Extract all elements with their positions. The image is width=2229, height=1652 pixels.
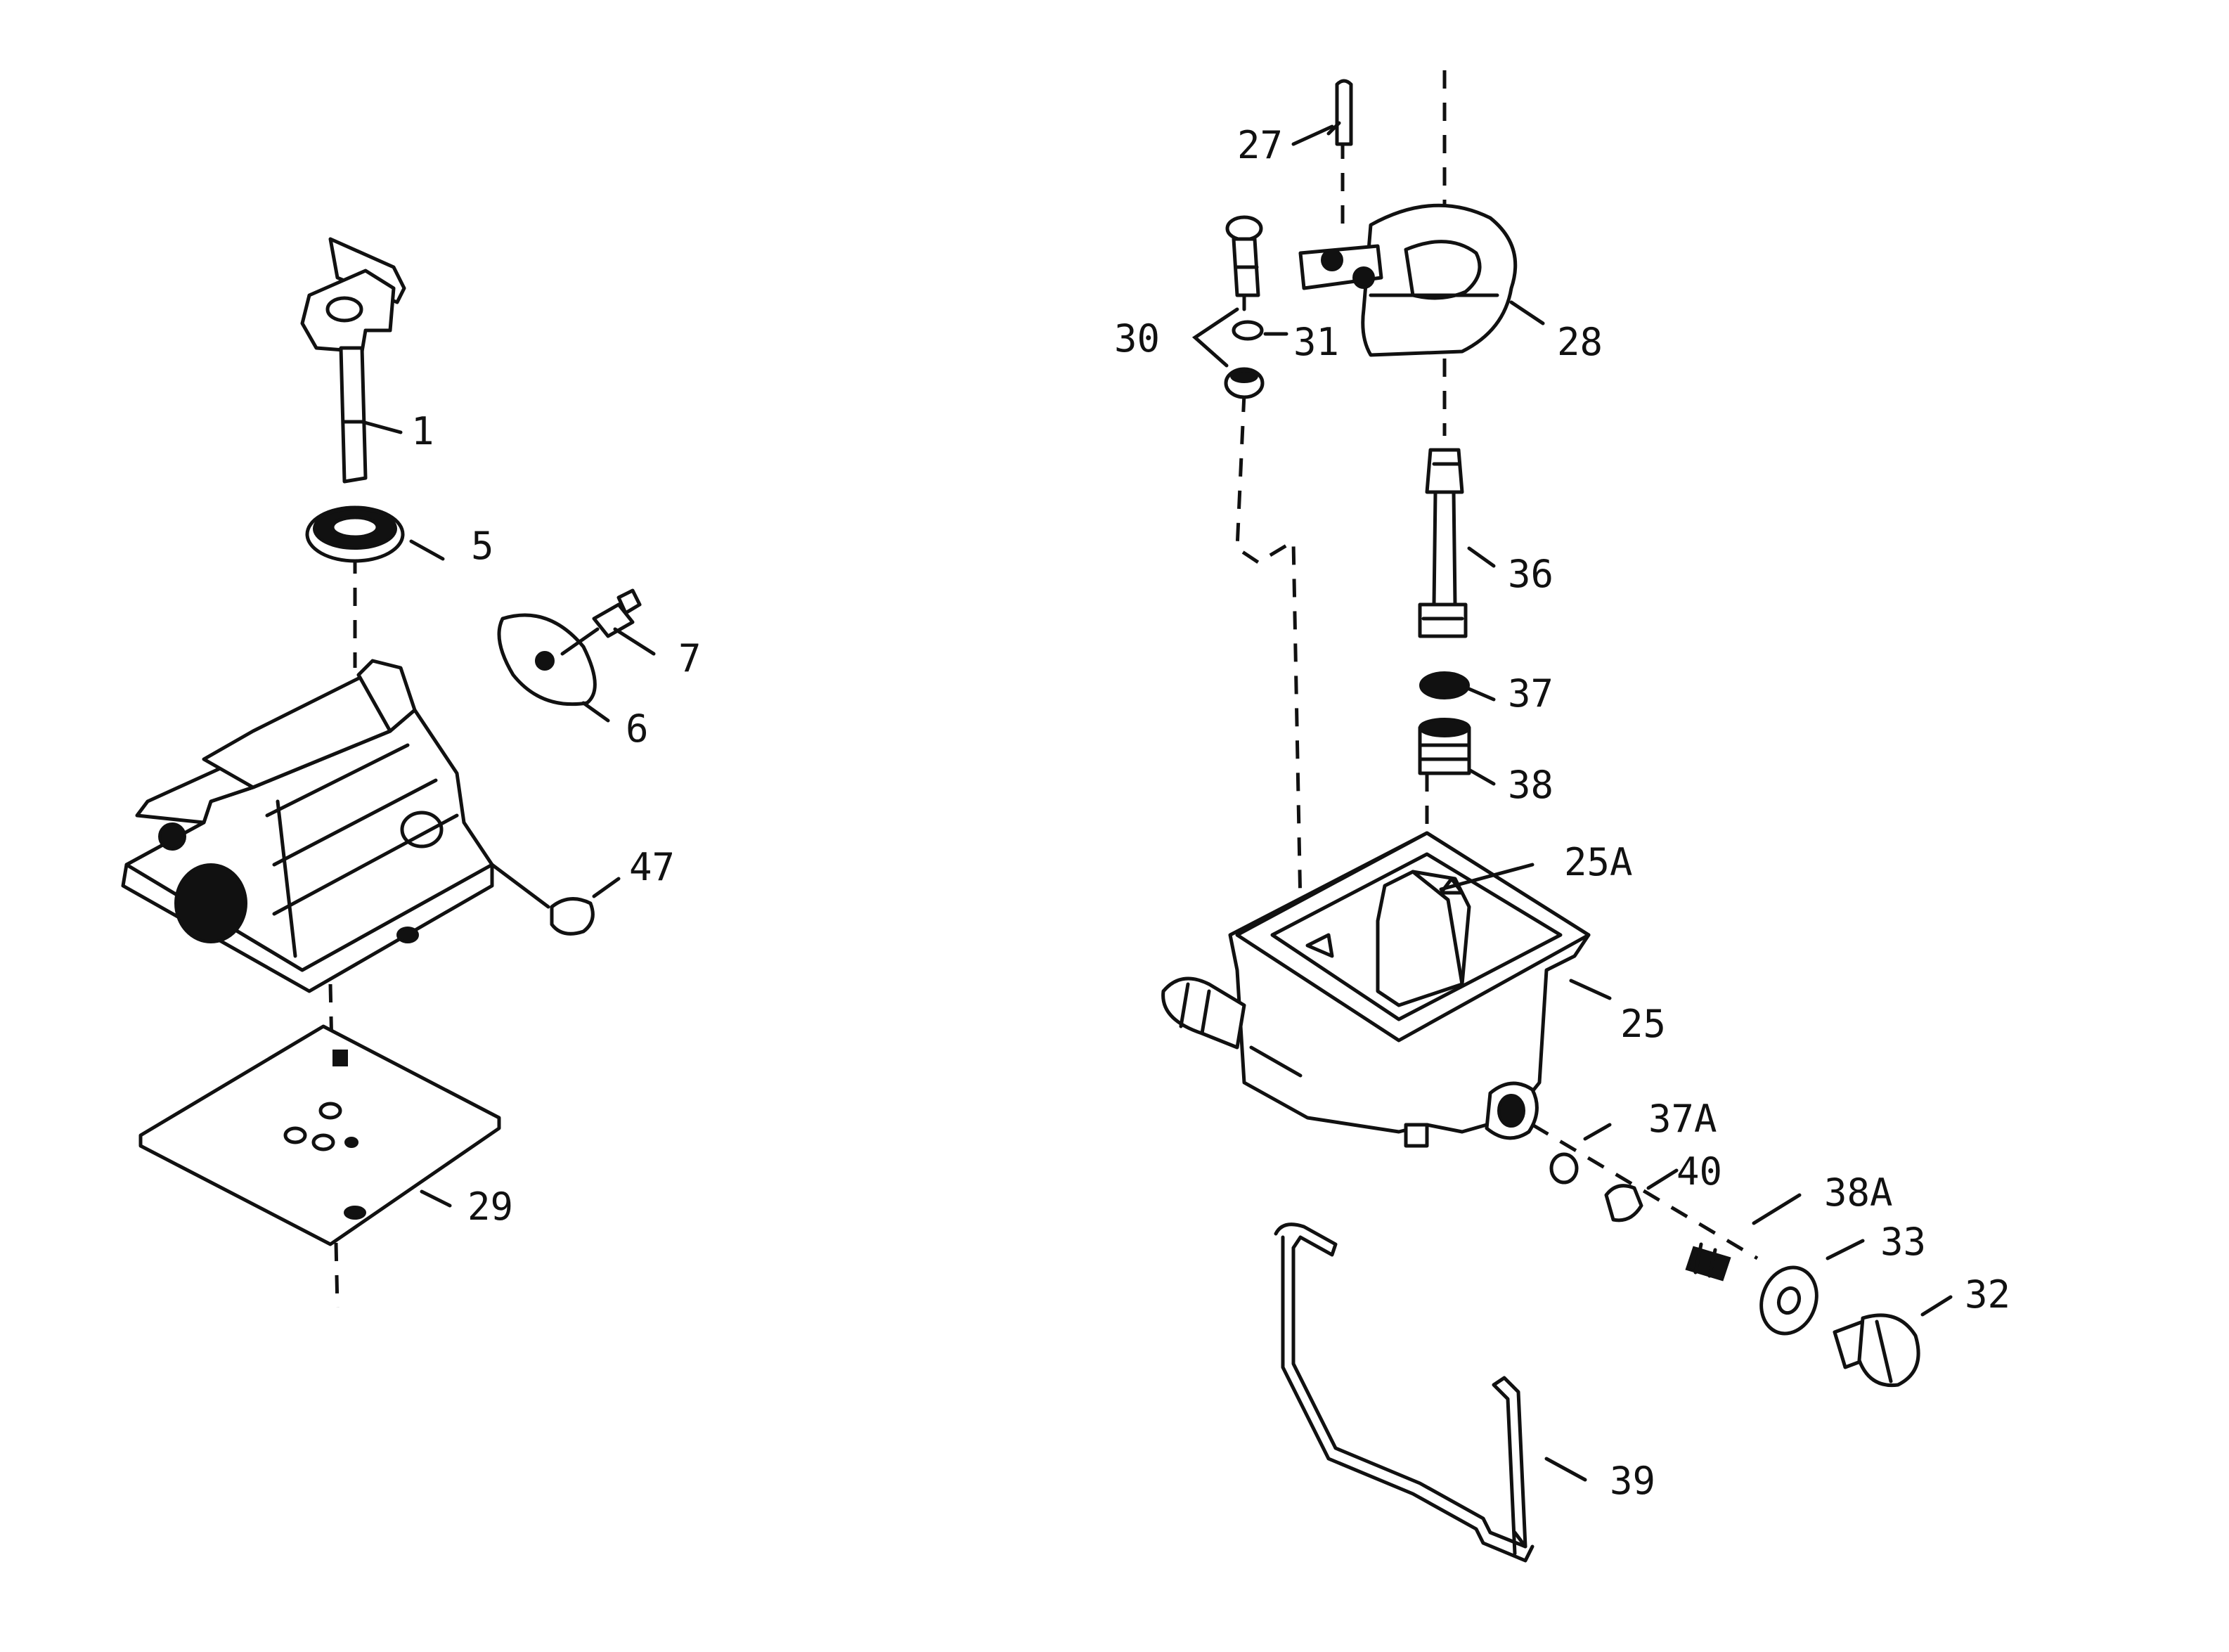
part-6-choke-plate — [497, 613, 597, 706]
callout-38: 38 — [1508, 763, 1553, 807]
part-39-wire-bail — [1274, 1222, 1535, 1563]
part-38a-spring — [1685, 1242, 1731, 1282]
callout-36: 36 — [1508, 552, 1553, 596]
callout-37a: 37A — [1648, 1097, 1717, 1141]
side-jet-axis — [1531, 1123, 1759, 1260]
callout-28: 28 — [1557, 320, 1603, 364]
callout-37: 37 — [1508, 671, 1553, 716]
carburetor-body — [121, 659, 494, 993]
part-40-cap — [1604, 1184, 1643, 1222]
part-25-float-bowl — [1161, 831, 1591, 1148]
part-7-screw — [560, 588, 642, 656]
callout-47: 47 — [629, 845, 675, 889]
part-30-needle-valve — [1224, 215, 1265, 399]
part-47-plug — [490, 863, 595, 936]
part-36-main-jet-tube — [1418, 448, 1468, 638]
callout-29: 29 — [467, 1185, 513, 1229]
part-33-washer — [1759, 1265, 1818, 1336]
callout-27: 27 — [1237, 123, 1283, 167]
part-38-jet — [1418, 718, 1471, 775]
callout-40: 40 — [1676, 1149, 1722, 1194]
part-1-throttle-shaft — [300, 237, 406, 484]
callout-32: 32 — [1965, 1272, 2010, 1317]
part-37a-washer — [1549, 1152, 1579, 1185]
callout-7: 7 — [678, 636, 702, 680]
part-28-float — [1298, 203, 1518, 357]
callout-39: 39 — [1610, 1459, 1655, 1503]
part-29-gasket-plate — [138, 1024, 501, 1246]
part-31-washer — [1232, 320, 1264, 341]
part-5-seal-ring — [305, 505, 405, 563]
leader-lines — [360, 121, 1953, 1482]
callout-25a: 25A — [1564, 840, 1633, 884]
callout-25: 25 — [1620, 1002, 1666, 1046]
part-37-washer — [1419, 671, 1470, 699]
jet-path-axis — [1235, 393, 1303, 908]
callout-33: 33 — [1880, 1220, 1926, 1264]
callout-1: 1 — [411, 409, 434, 453]
callout-30: 30 — [1114, 316, 1160, 361]
part-32-knob — [1833, 1313, 1920, 1388]
part-27-pin — [1335, 79, 1353, 146]
callout-5: 5 — [471, 524, 494, 568]
callout-31: 31 — [1293, 320, 1339, 364]
callout-38a: 38A — [1824, 1170, 1893, 1215]
callout-6: 6 — [626, 706, 649, 751]
